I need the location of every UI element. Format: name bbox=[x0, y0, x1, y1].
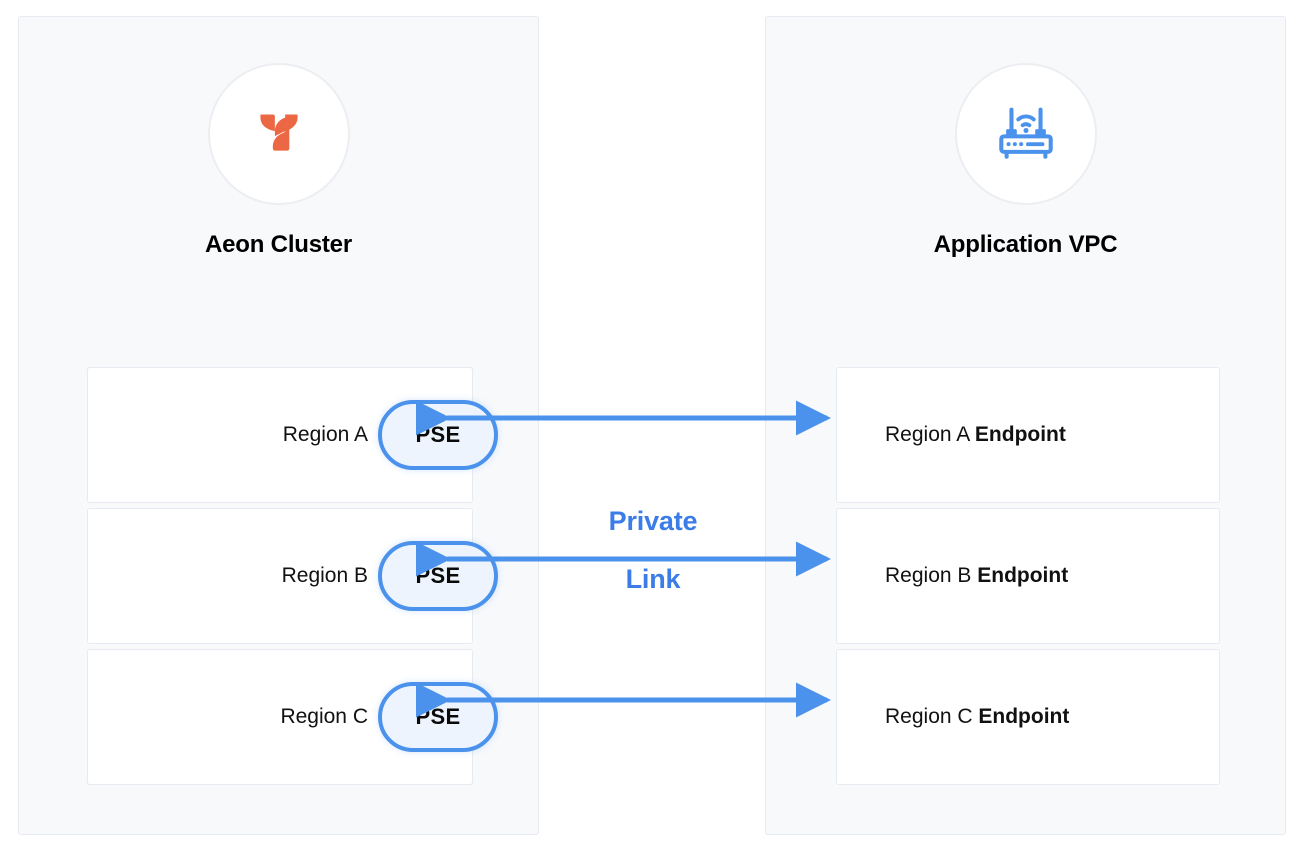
region-row-b[interactable]: Region B PSE bbox=[87, 508, 498, 644]
pse-node-label: PSE bbox=[415, 563, 461, 588]
endpoint-a-emphasis-text: Endpoint bbox=[974, 423, 1066, 446]
region-a-label: Region A bbox=[282, 423, 368, 446]
endpoint-row-a[interactable]: Region A Endpoint bbox=[836, 367, 1220, 503]
endpoint-b-region-text: Region B bbox=[885, 564, 978, 587]
application-vpc-header: Application VPC bbox=[766, 63, 1285, 259]
private-link-caption-line-2: Link bbox=[619, 566, 687, 593]
endpoint-b-label: Region B Endpoint bbox=[885, 564, 1068, 588]
endpoint-row-c[interactable]: Region C Endpoint bbox=[836, 649, 1220, 785]
pse-node-region-a[interactable]: PSE bbox=[378, 400, 498, 470]
aeon-cluster-panel: Aeon Cluster Region A PSE Region B PSE R… bbox=[18, 16, 539, 835]
region-row-c[interactable]: Region C PSE bbox=[87, 649, 498, 785]
pse-node-region-b[interactable]: PSE bbox=[378, 541, 498, 611]
aeon-region-list: Region A PSE Region B PSE Region C PSE bbox=[19, 367, 538, 785]
endpoint-c-region-text: Region C bbox=[885, 705, 979, 728]
endpoint-a-label: Region A Endpoint bbox=[885, 423, 1066, 447]
endpoint-c-emphasis-text: Endpoint bbox=[978, 705, 1070, 728]
aeon-logo-icon bbox=[246, 99, 312, 170]
aeon-logo-circle bbox=[207, 63, 350, 205]
endpoint-a-region-text: Region A bbox=[885, 423, 975, 446]
private-link-caption: Private Link bbox=[553, 508, 753, 593]
aeon-cluster-header: Aeon Cluster bbox=[19, 63, 538, 259]
endpoint-row-b[interactable]: Region B Endpoint bbox=[836, 508, 1220, 644]
application-vpc-title: Application VPC bbox=[933, 231, 1118, 258]
region-c-label: Region C bbox=[280, 705, 368, 728]
region-row-a[interactable]: Region A PSE bbox=[87, 367, 498, 503]
pse-node-label: PSE bbox=[415, 422, 461, 447]
region-b-label: Region B bbox=[281, 564, 368, 587]
endpoint-b-emphasis-text: Endpoint bbox=[977, 564, 1069, 587]
pse-node-label: PSE bbox=[415, 704, 461, 729]
pse-node-region-c[interactable]: PSE bbox=[378, 682, 498, 752]
router-wifi-icon bbox=[995, 101, 1057, 168]
aeon-cluster-title: Aeon Cluster bbox=[205, 231, 352, 258]
vpc-endpoint-list: Region A Endpoint Region B Endpoint Regi… bbox=[766, 367, 1285, 785]
private-link-caption-line-1: Private bbox=[602, 508, 704, 535]
endpoint-c-label: Region C Endpoint bbox=[885, 705, 1069, 729]
application-vpc-panel: Application VPC Region A Endpoint Region… bbox=[765, 16, 1286, 835]
router-icon-circle bbox=[954, 63, 1097, 205]
